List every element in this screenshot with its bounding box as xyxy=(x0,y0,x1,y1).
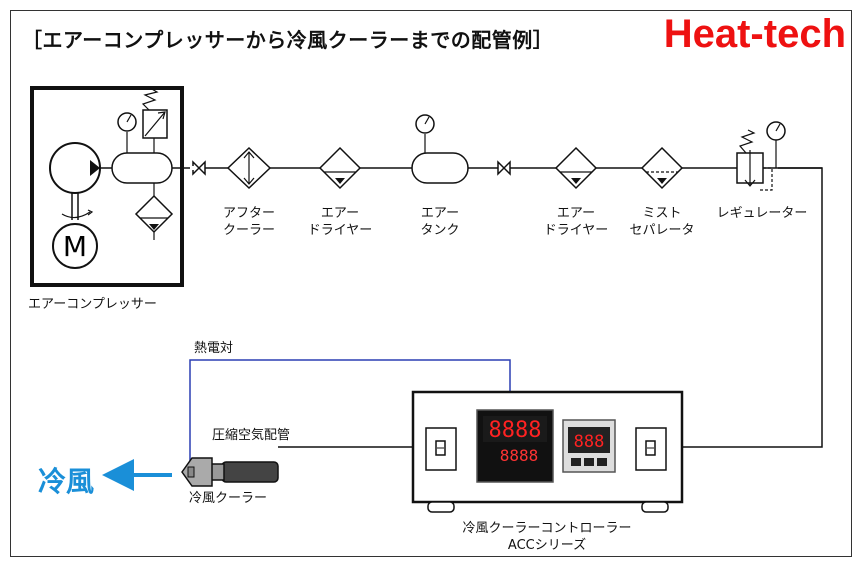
label-controller: 冷風クーラーコントローラー ACCシリーズ xyxy=(462,521,632,553)
cold-air-label: 冷風 xyxy=(38,465,95,498)
motor-symbol xyxy=(52,223,98,269)
label-air-dryer-2: エアー ドライヤー xyxy=(543,206,609,238)
label-compressor: エアーコンプレッサー xyxy=(28,297,157,312)
regulator-symbol xyxy=(736,121,786,191)
mist-separator-symbol xyxy=(640,146,684,190)
supply-line-to-controller xyxy=(682,167,823,448)
cold-air-cooler-symbol xyxy=(181,457,279,487)
label-air-tank: エアー タンク xyxy=(420,206,460,238)
brand-logo: Heat-tech xyxy=(663,12,846,56)
valve-2 xyxy=(497,160,511,176)
motor-letter: M xyxy=(63,230,87,263)
label-regulator: レギュレーター xyxy=(716,206,808,221)
display-main-bottom: 8888 xyxy=(500,446,539,465)
air-tank-symbol xyxy=(411,114,469,184)
acc-controller: 8888 8888 888 xyxy=(411,390,684,513)
diagram-title: ［エアーコンプレッサーから冷風クーラーまでの配管例］ xyxy=(22,28,554,52)
label-air-dryer-1: エアー ドライヤー xyxy=(307,206,373,238)
diagram-frame xyxy=(10,10,852,557)
display-main-top: 8888 xyxy=(489,418,542,443)
thermocouple-wire xyxy=(189,359,511,462)
label-mist-separator: ミスト セパレータ xyxy=(629,206,695,238)
air-dryer-1-symbol xyxy=(318,146,362,190)
label-compressed-air-pipe: 圧縮空気配管 xyxy=(212,428,291,443)
air-compressor: M xyxy=(30,86,184,287)
label-thermocouple: 熱電対 xyxy=(194,341,234,356)
display-small: 888 xyxy=(574,432,605,452)
valve-1 xyxy=(190,160,206,176)
label-cold-air-cooler: 冷風クーラー xyxy=(188,491,267,506)
air-dryer-2-symbol xyxy=(554,146,598,190)
label-after-cooler: アフター クーラー xyxy=(222,206,275,238)
after-cooler-symbol xyxy=(226,146,272,190)
